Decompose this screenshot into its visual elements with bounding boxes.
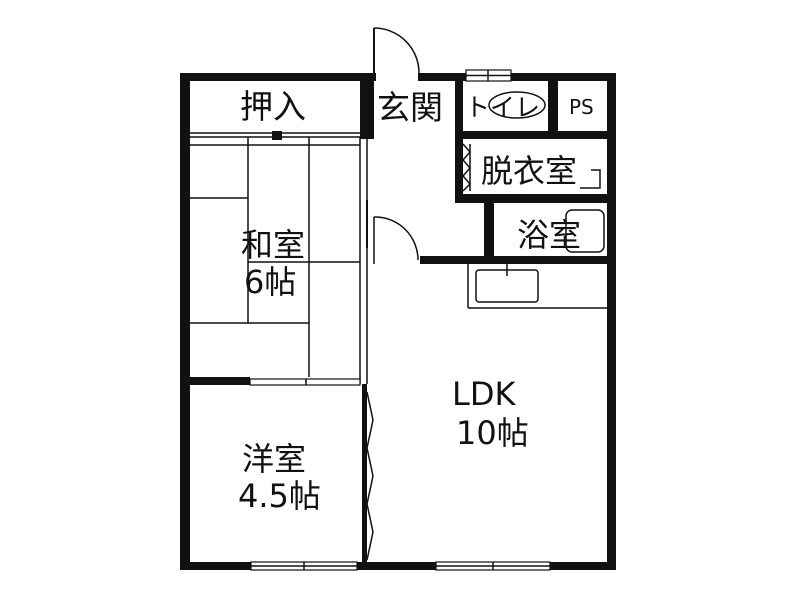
ldk-size: 10帖 [456, 414, 529, 452]
ldk-window [435, 561, 551, 571]
toilet-room: トイレ [465, 91, 546, 122]
tatami-room: 和室 6帖 [190, 137, 368, 384]
washitsu-size: 6帖 [244, 263, 296, 301]
yokushitsu-label: 浴室 [517, 216, 581, 254]
yoshitsu-name: 洋室 [242, 440, 306, 478]
changing-room: 脱衣室 [462, 143, 601, 192]
genkan-label: 玄関 [377, 88, 443, 127]
ldk-name: LDK [452, 375, 516, 413]
exterior-walls [180, 73, 616, 570]
kitchen-counter [467, 264, 607, 309]
ps-label: PS [569, 95, 594, 119]
washitsu-name: 和室 [241, 226, 305, 264]
interior-walls [180, 73, 616, 564]
washitsu-sliding-door[interactable] [249, 378, 361, 386]
toilet-label: トイレ [465, 93, 540, 122]
hall-door[interactable] [366, 200, 419, 264]
toilet-window [465, 69, 512, 82]
yoshitsu-size: 4.5帖 [238, 477, 321, 515]
bathroom: 浴室 [517, 209, 605, 254]
datsuijo-label: 脱衣室 [481, 152, 577, 190]
ldk-folding-door[interactable] [366, 391, 374, 561]
oshiire-label: 押入 [240, 87, 306, 126]
entrance-door[interactable] [373, 27, 420, 77]
closet-oshiire: 押入 [190, 87, 360, 140]
yoshitsu-window [250, 561, 358, 571]
